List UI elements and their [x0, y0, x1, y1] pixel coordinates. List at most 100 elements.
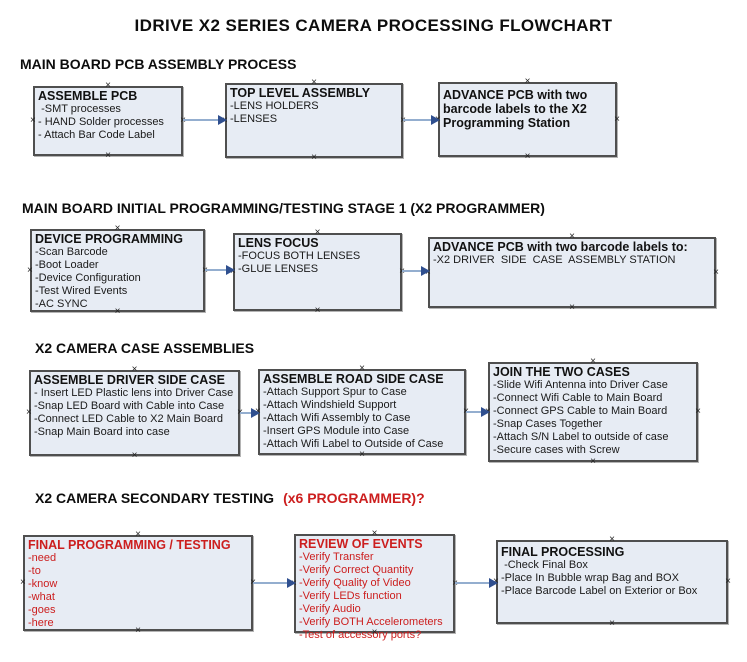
box-final-processing: FINAL PROCESSING -Check Final Box-Place … [493, 535, 731, 629]
anchor-marker: × [30, 115, 36, 126]
box-title: ASSEMBLE ROAD SIDE CASE [263, 372, 444, 386]
box-title: ADVANCE PCB with two barcode labels to t… [443, 88, 591, 130]
box-assemble-driver-side-case: ASSEMBLE DRIVER SIDE CASE - Insert LED P… [26, 365, 243, 461]
box-item: -Verify LEDs function [299, 590, 402, 602]
anchor-marker: × [609, 534, 615, 545]
box-item: -Connect Wifi Cable to Main Board [493, 392, 663, 404]
box-item: -GLUE LENSES [238, 263, 319, 275]
box-item: -Place Barcode Label on Exterior or Box [501, 585, 698, 597]
anchor-marker: × [524, 76, 531, 87]
box-lens-focus: LENS FOCUS -FOCUS BOTH LENSES-GLUE LENSE… [230, 228, 405, 316]
box-item: -Device Configuration [35, 272, 141, 284]
box-item: -Attach Support Spur to Case [263, 386, 407, 398]
box-assemble-road-side-case: ASSEMBLE ROAD SIDE CASE -Attach Support … [255, 364, 469, 460]
arrowhead-icon [226, 265, 235, 275]
anchor-marker: × [569, 302, 575, 313]
box-item: -what [28, 591, 55, 603]
box-item: -Verify Correct Quantity [299, 564, 414, 576]
box-item: -Snap Cases Together [493, 418, 603, 430]
section-heading-red-part: (x6 PROGRAMMER)? [283, 490, 425, 506]
box-item: -SMT processes [38, 103, 121, 115]
box-title: ASSEMBLE PCB [38, 89, 138, 103]
anchor-marker: × [695, 406, 701, 417]
box-item: -Connect LED Cable to X2 Main Board [34, 413, 223, 425]
box-item: -Verify Transfer [299, 551, 374, 563]
anchor-marker: × [609, 618, 615, 629]
connector-arrow-2 [403, 115, 440, 125]
box-items: -Check Final Box-Place In Bubble wrap Ba… [501, 559, 723, 598]
box-item: -Attach Wifi Assembly to Case [263, 412, 411, 424]
anchor-marker: × [359, 449, 365, 460]
connector-arrow-4 [402, 266, 430, 276]
box-items: -Scan Barcode-Boot Loader-Device Configu… [35, 246, 200, 311]
box-item: -Verify Quality of Video [299, 577, 411, 589]
section-heading-black-part: X2 CAMERA SECONDARY TESTING [35, 490, 275, 506]
box-advance-pcb-driver-side-station: ADVANCE PCB with two barcode labels to: … [425, 232, 719, 313]
connector-arrow-5 [240, 408, 260, 418]
box-items: -Verify Transfer-Verify Correct Quantity… [299, 551, 450, 642]
box-item: - Insert LED Plastic lens into Driver Ca… [34, 387, 234, 399]
box-item: -Boot Loader [35, 259, 99, 271]
anchor-marker: × [614, 113, 620, 125]
box-item: -X2 DRIVER SIDE CASE ASSEMBLY STATION [433, 254, 676, 266]
box-device-programming: DEVICE PROGRAMMING -Scan Barcode-Boot Lo… [27, 224, 208, 317]
box-item: -Attach Wifi Label to Outside of Case [263, 438, 444, 450]
box-item: -Verify Audio [299, 603, 361, 615]
section-heading-secondary-testing: X2 CAMERA SECONDARY TESTING (x6 PROGRAMME… [35, 490, 425, 506]
anchor-marker: × [26, 407, 32, 418]
box-title: FINAL PROCESSING [501, 545, 625, 559]
box-item: -Slide Wifi Antenna into Driver Case [493, 379, 668, 391]
box-item: - HAND Solder processes [38, 116, 164, 128]
anchor-marker: × [314, 305, 321, 316]
box-item: -Snap Main Board into case [34, 426, 170, 438]
arrowhead-icon [251, 408, 260, 418]
connector-arrow-1 [183, 115, 227, 125]
anchor-marker: × [311, 152, 317, 163]
arrowhead-icon [431, 115, 440, 125]
box-item: -Test Wired Events [35, 285, 128, 297]
box-title: DEVICE PROGRAMMING [35, 232, 183, 246]
arrowhead-icon [421, 266, 430, 276]
box-title: FINAL PROGRAMMING / TESTING [28, 538, 231, 552]
section-heading-case-assemblies: X2 CAMERA CASE ASSEMBLIES [35, 340, 255, 356]
box-item: -Check Final Box [501, 559, 588, 571]
box-advance-pcb-programming-station: ADVANCE PCB with two barcode labels to t… [435, 77, 620, 162]
box-title: JOIN THE TWO CASES [493, 365, 630, 379]
anchor-marker: × [524, 151, 531, 162]
box-item: -Snap LED Board with Cable into Case [34, 400, 225, 412]
box-item: -Insert GPS Module into Case [263, 425, 410, 437]
box-items: -need-to-know-what-goes-here [28, 552, 248, 630]
box-item: -goes [28, 604, 56, 616]
box-top-level-assembly: TOP LEVEL ASSEMBLY -LENS HOLDERS-LENSES … [222, 78, 406, 163]
box-review-of-events: REVIEW OF EVENTS -Verify Transfer-Verify… [291, 529, 458, 642]
box-item: -FOCUS BOTH LENSES [238, 250, 361, 262]
connector-arrow-3 [205, 265, 235, 275]
box-item: -LENS HOLDERS [230, 100, 319, 112]
box-item: -LENSES [230, 113, 278, 125]
connector-arrow-8 [455, 578, 498, 588]
anchor-marker: × [20, 577, 26, 588]
box-title: ASSEMBLE DRIVER SIDE CASE [34, 373, 226, 387]
box-item: -to [28, 565, 41, 577]
box-item: -Scan Barcode [35, 246, 108, 258]
section-heading-initial-programming: MAIN BOARD INITIAL PROGRAMMING/TESTING S… [22, 200, 545, 216]
box-item: -Verify BOTH Accelerometers [299, 616, 443, 628]
box-assemble-pcb: ASSEMBLE PCB -SMT processes- HAND Solder… [30, 81, 186, 161]
arrowhead-icon [481, 407, 490, 417]
box-items: -X2 DRIVER SIDE CASE ASSEMBLY STATION [433, 254, 711, 267]
box-item: -Attach Windshield Support [263, 399, 397, 411]
box-item: -Place In Bubble wrap Bag and BOX [501, 572, 679, 584]
box-items: -SMT processes- HAND Solder processes- A… [38, 103, 178, 142]
box-items: -FOCUS BOTH LENSES-GLUE LENSES [238, 250, 397, 276]
box-item: -Secure cases with Screw [493, 444, 620, 456]
box-item: -know [28, 578, 58, 590]
box-title: ADVANCE PCB with two barcode labels to: [433, 240, 688, 254]
box-item: -Test of accessory ports? [299, 629, 422, 641]
connector-arrow-7 [253, 578, 296, 588]
connector-arrow-6 [466, 407, 490, 417]
box-item: -Connect GPS Cable to Main Board [493, 405, 668, 417]
anchor-marker: × [105, 150, 111, 161]
box-title: LENS FOCUS [238, 236, 319, 250]
anchor-marker: × [713, 266, 719, 278]
